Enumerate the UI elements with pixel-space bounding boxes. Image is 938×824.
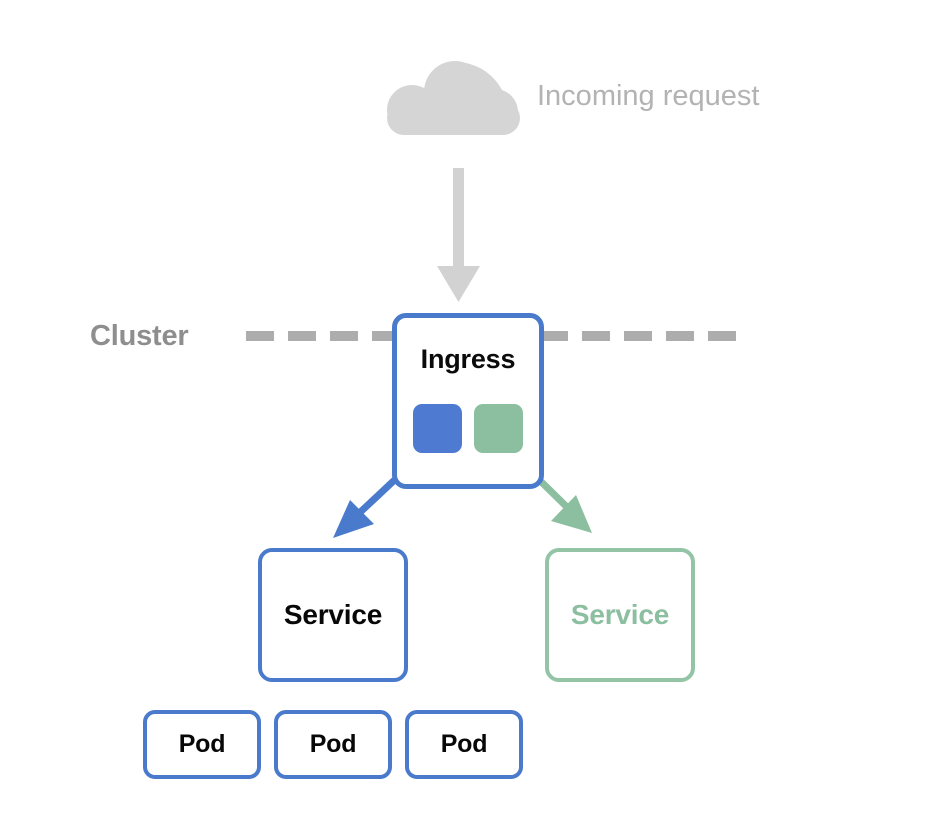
ingress-label: Ingress <box>420 344 516 374</box>
pod-2-label: Pod <box>309 730 357 758</box>
cloud-icon <box>387 61 520 135</box>
service-green-label: Service <box>570 599 670 630</box>
pod-node-3[interactable]: Pod <box>405 710 523 779</box>
chip-blue-icon <box>413 404 462 453</box>
incoming-request-label: Incoming request <box>537 80 760 112</box>
pod-node-1[interactable]: Pod <box>143 710 261 779</box>
ingress-chip-group <box>397 404 539 453</box>
cloud-to-ingress-arrow <box>437 168 480 302</box>
pod-1-label: Pod <box>178 730 226 758</box>
pod-3-label: Pod <box>440 730 488 758</box>
ingress-node[interactable]: Ingress <box>392 313 544 489</box>
cluster-label: Cluster <box>90 320 189 352</box>
pod-node-2[interactable]: Pod <box>274 710 392 779</box>
service-node-blue[interactable]: Service <box>258 548 408 682</box>
service-blue-label: Service <box>283 599 383 630</box>
service-node-green[interactable]: Service <box>545 548 695 682</box>
chip-green-icon <box>474 404 523 453</box>
